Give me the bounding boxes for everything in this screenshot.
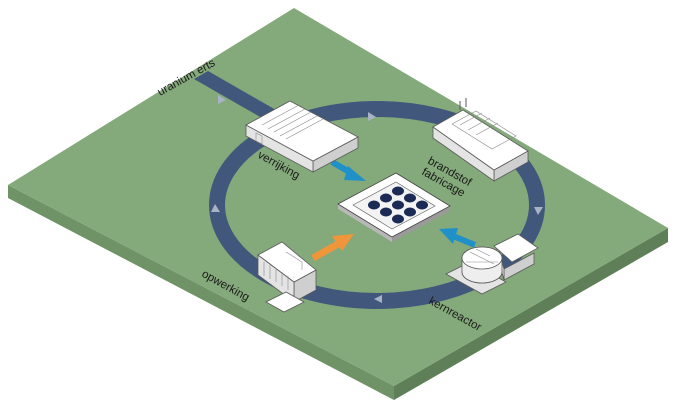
chevron-icon	[218, 95, 226, 104]
fabrication-building	[432, 98, 529, 182]
chevron-icon	[368, 112, 376, 121]
fuel-tile-side-right	[392, 206, 450, 242]
enrichment-roof	[245, 100, 359, 162]
chevron-icon	[211, 204, 220, 212]
reprocessing-annex	[265, 291, 305, 313]
ground-top	[8, 8, 668, 386]
flow-arrows	[311, 159, 477, 262]
fuel-pellet	[392, 214, 404, 224]
fuel-pellet	[392, 200, 404, 210]
enrichment-roof-detail	[261, 104, 324, 140]
ground-edge-left	[8, 185, 394, 400]
ground-edge-right	[394, 228, 668, 400]
ore-road	[194, 71, 290, 126]
fuel-pellet	[416, 200, 428, 210]
reactor-aux-roof	[493, 233, 539, 263]
arrow-reprocessing-to-fuel	[311, 234, 354, 262]
cycle-ring	[209, 101, 545, 309]
fuel-pellet	[404, 193, 416, 203]
fuel-pellet	[392, 186, 404, 196]
reprocessing-building	[257, 241, 317, 313]
ring-band	[209, 101, 545, 309]
ore-road-band	[194, 71, 290, 126]
chevron-icon	[374, 295, 382, 303]
fuel-assembly-icon	[337, 172, 451, 242]
fuel-tile-side-left	[338, 204, 392, 242]
fabrication-roof	[432, 109, 529, 171]
fuel-pellet	[404, 207, 416, 217]
reactor-building	[445, 233, 539, 295]
fuel-pellets	[368, 186, 428, 224]
enrichment-building	[245, 100, 359, 173]
ground-slab	[8, 8, 668, 400]
fuel-pellet	[380, 193, 392, 203]
chevron-icon	[534, 207, 543, 215]
fuel-pellet	[368, 200, 380, 210]
arrow-reactor-to-fuel	[439, 228, 477, 248]
arrow-enrichment-to-fuel	[330, 159, 366, 181]
fuel-pellet	[380, 207, 392, 217]
